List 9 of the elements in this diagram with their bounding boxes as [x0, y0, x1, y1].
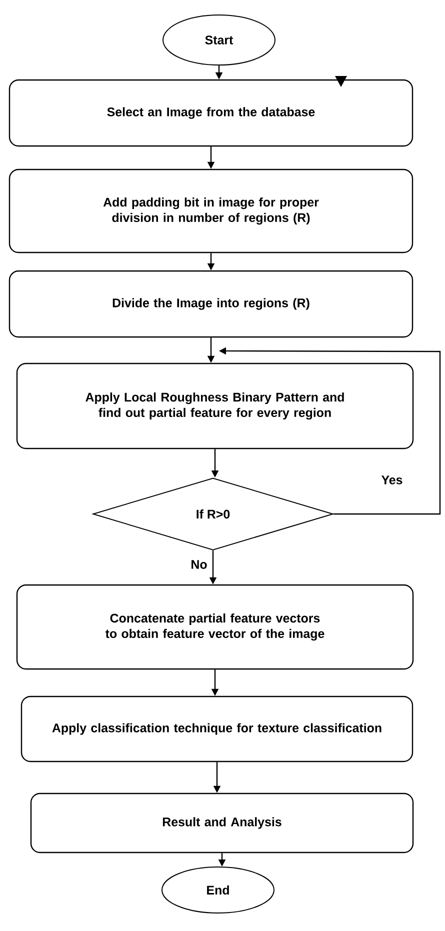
process-box: Apply Local Roughness Binary Pattern and find out partial feature for every region	[16, 362, 414, 450]
process-box: Apply classification technique for texture classification	[20, 696, 414, 762]
process-box: Result and Analysis	[30, 792, 414, 854]
process-box: Add padding bit in image for proper division in number of regions (R)	[8, 168, 414, 254]
edge-label: No	[190, 559, 208, 570]
process-box: Divide the Image into regions (R)	[8, 270, 414, 338]
edge-label: Yes	[380, 474, 404, 486]
process-box: Concatenate partial feature vectors to obtain feature vector of the image	[16, 584, 414, 670]
process-box: Select an Image from the database	[8, 79, 414, 147]
